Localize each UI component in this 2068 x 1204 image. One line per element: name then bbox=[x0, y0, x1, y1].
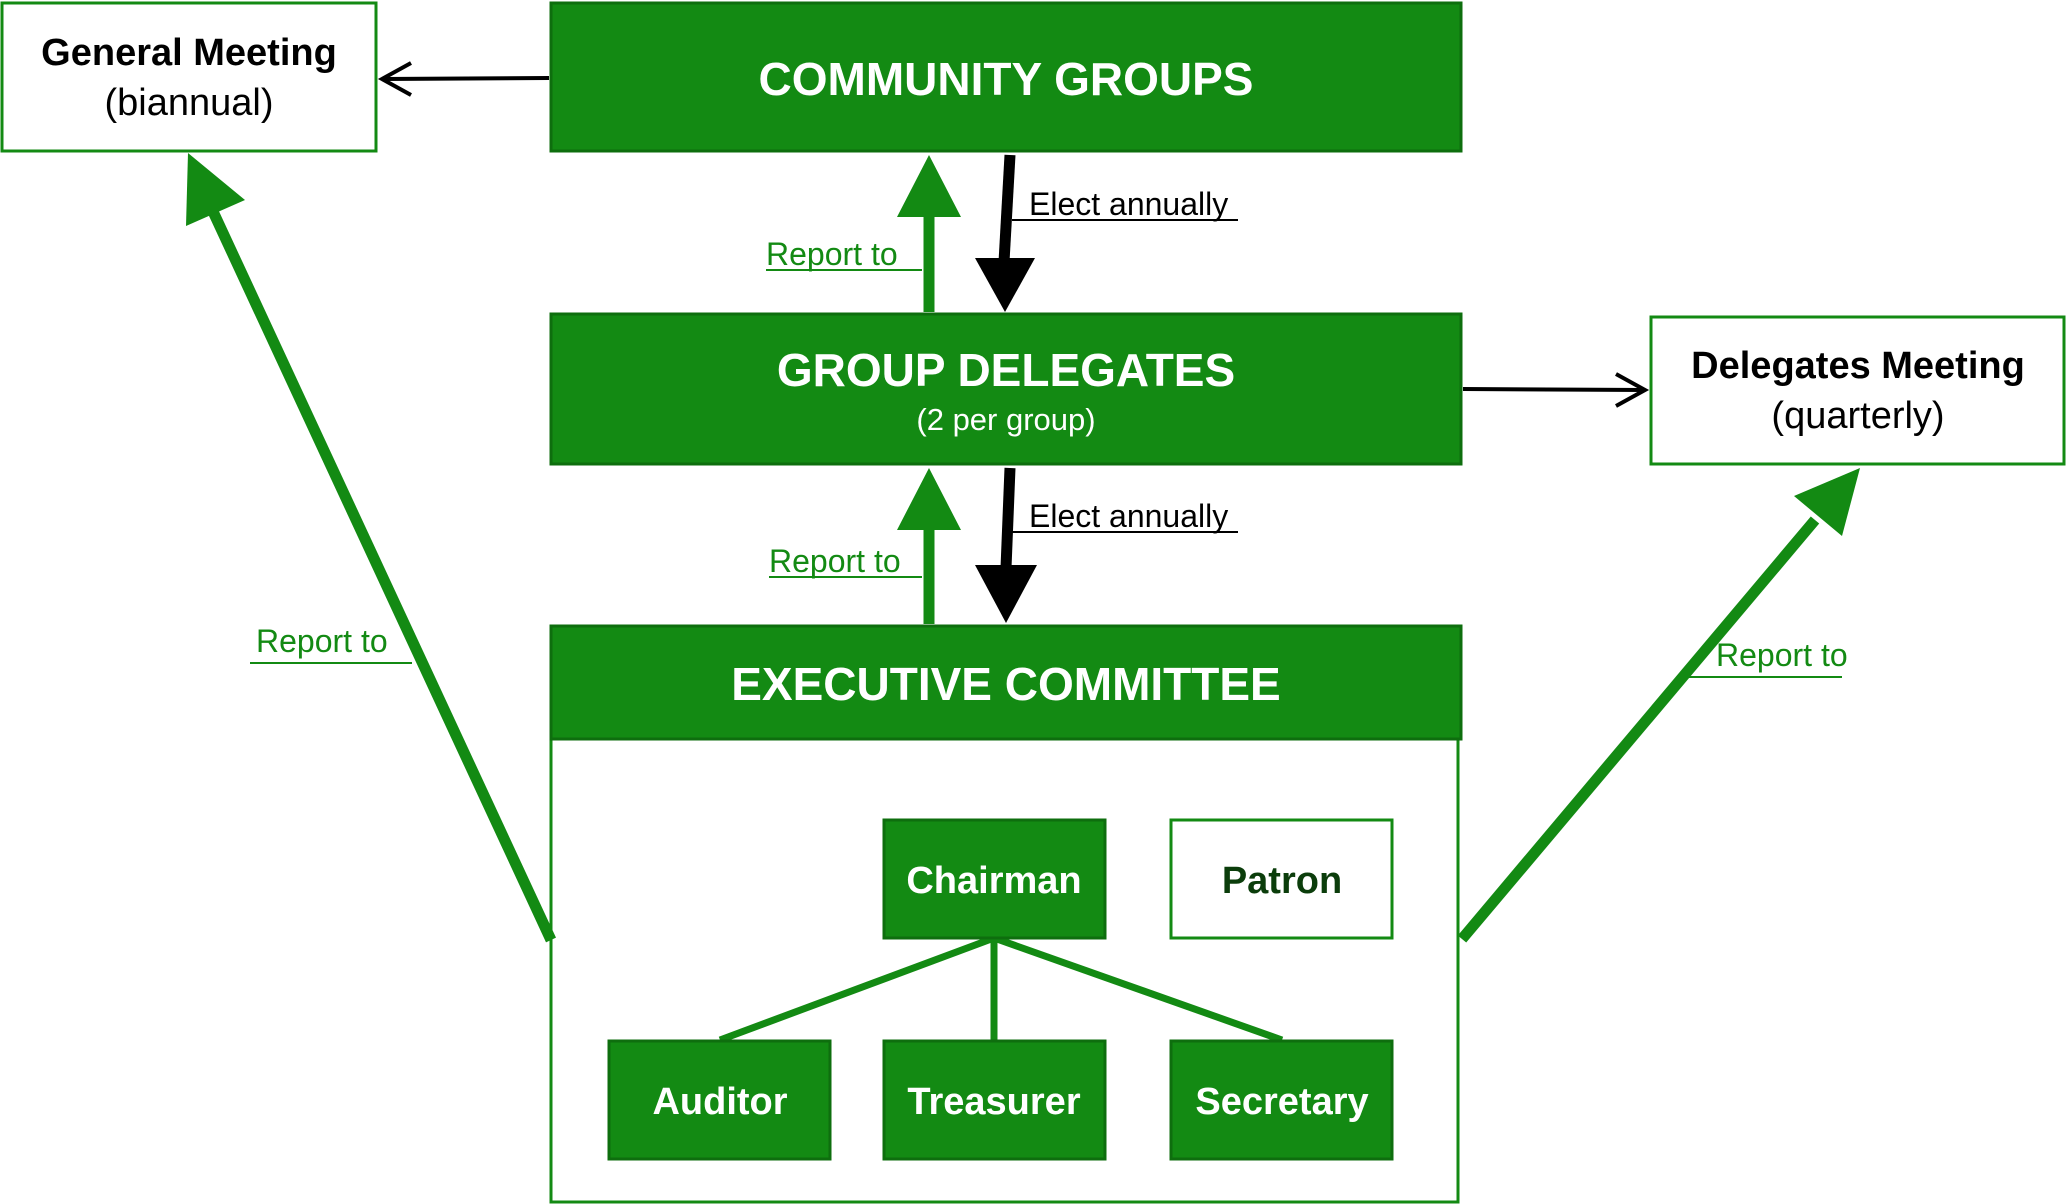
delegates-meeting-box: Delegates Meeting (quarterly) bbox=[1649, 315, 2066, 466]
auditor-label: Auditor bbox=[652, 1081, 787, 1123]
report-arrow-upper bbox=[897, 155, 961, 312]
group-delegates-box: GROUP DELEGATES (2 per group) bbox=[549, 312, 1463, 466]
elect-arrow-lower bbox=[975, 467, 1037, 623]
elect-label-upper: Elect annually bbox=[1012, 186, 1238, 222]
chairman-label: Chairman bbox=[906, 860, 1081, 902]
group-delegates-title: GROUP DELEGATES bbox=[777, 344, 1235, 396]
auditor-box: Auditor bbox=[607, 1039, 832, 1161]
treasurer-box: Treasurer bbox=[882, 1039, 1107, 1161]
community-groups-box: COMMUNITY GROUPS bbox=[549, 1, 1463, 153]
report-arrow-lower bbox=[897, 468, 961, 624]
arrow-to-general-meeting bbox=[377, 61, 550, 97]
svg-text:Elect annually: Elect annually bbox=[1029, 186, 1228, 222]
patron-box: Patron bbox=[1169, 818, 1394, 940]
general-meeting-title: General Meeting bbox=[41, 32, 337, 74]
secretary-label: Secretary bbox=[1195, 1081, 1368, 1123]
general-meeting-box: General Meeting (biannual) bbox=[0, 1, 378, 153]
treasurer-label: Treasurer bbox=[907, 1081, 1080, 1123]
secretary-box: Secretary bbox=[1169, 1039, 1394, 1161]
elect-label-lower: Elect annually bbox=[1012, 498, 1238, 534]
svg-text:Report to: Report to bbox=[766, 236, 898, 272]
executive-committee-title: EXECUTIVE COMMITTEE bbox=[731, 658, 1280, 710]
delegates-meeting-title: Delegates Meeting bbox=[1691, 345, 2025, 387]
delegates-meeting-subtitle: (quarterly) bbox=[1771, 395, 1944, 437]
report-label-right: Report to bbox=[1682, 637, 1848, 678]
chairman-box: Chairman bbox=[882, 818, 1107, 940]
executive-committee-box: EXECUTIVE COMMITTEE bbox=[549, 624, 1463, 741]
arrow-to-delegates-meeting bbox=[1462, 372, 1650, 408]
svg-text:Elect annually: Elect annually bbox=[1029, 498, 1228, 534]
role-connectors bbox=[718, 934, 1284, 1044]
group-delegates-subtitle: (2 per group) bbox=[916, 402, 1095, 437]
report-label-left: Report to bbox=[250, 623, 412, 664]
report-arrow-to-general-meeting bbox=[186, 153, 556, 943]
report-arrow-to-delegates-meeting bbox=[1457, 468, 1860, 943]
svg-text:Report to: Report to bbox=[256, 623, 388, 659]
report-label-upper: Report to bbox=[766, 236, 922, 272]
general-meeting-subtitle: (biannual) bbox=[105, 82, 274, 124]
patron-label: Patron bbox=[1222, 860, 1342, 902]
elect-arrow-upper bbox=[975, 154, 1035, 312]
svg-text:Report to: Report to bbox=[1716, 637, 1848, 673]
report-label-lower: Report to bbox=[769, 543, 922, 579]
svg-text:Report to: Report to bbox=[769, 543, 901, 579]
community-groups-title: COMMUNITY GROUPS bbox=[759, 53, 1254, 105]
